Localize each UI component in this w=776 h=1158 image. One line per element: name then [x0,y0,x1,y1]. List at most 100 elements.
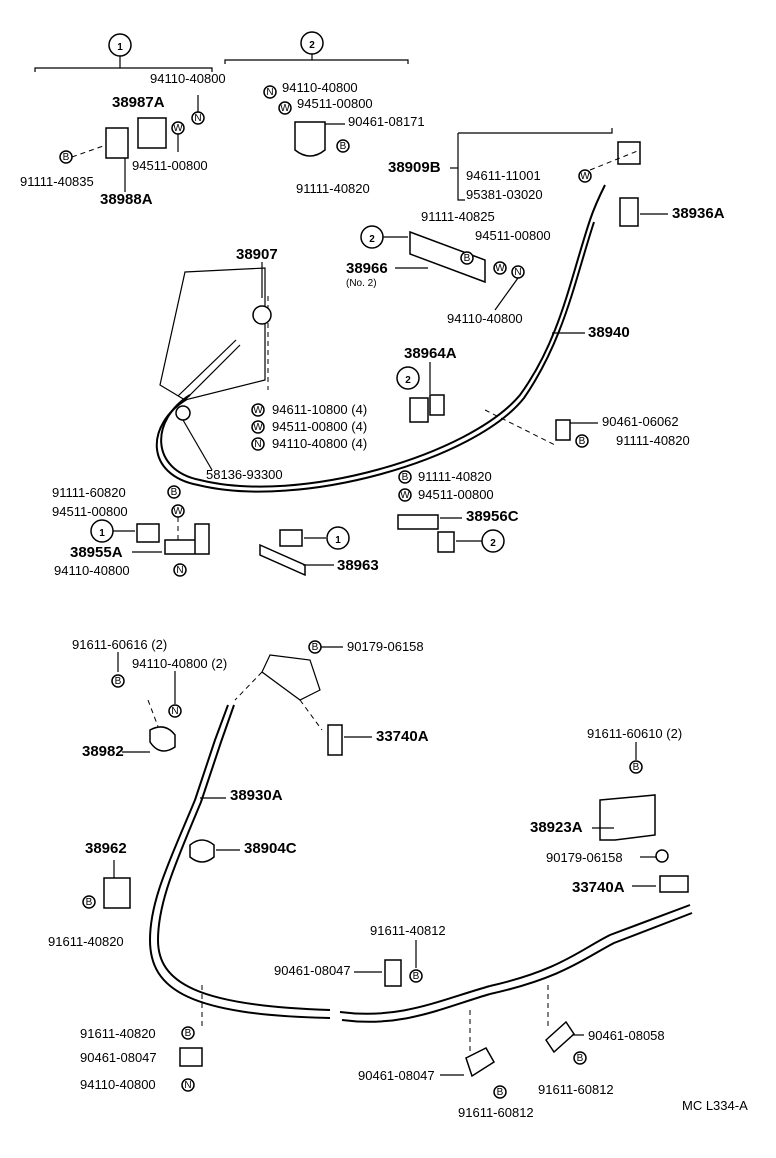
label-90461-08047-left: 90461-08047 [80,1050,157,1065]
bracket-38963 [259,543,306,577]
clamp-90461-08047-middle [465,1047,496,1078]
svg-text:N: N [176,565,183,576]
label-94110-40800-mid: 94110-40800 [447,311,523,326]
bolt-symbol: B [181,1026,195,1040]
bolt-symbol: B [409,969,423,983]
washer-symbol: W [278,101,292,115]
grommet-58136-93300 [175,405,191,421]
nut-symbol: N [263,85,277,99]
label-94611-10800-4: 94611-10800 (4) [272,402,367,417]
label-90461-08171: 90461-08171 [348,114,425,129]
svg-text:B: B [171,487,178,498]
clip-38963 [279,529,303,547]
bracket-38955A [164,523,210,555]
label-90461-08047-middle: 90461-08047 [358,1068,435,1083]
label-94511-00800-g2: 94511-00800 [297,96,373,111]
group-2-bracket [224,54,409,64]
svg-text:2: 2 [490,538,496,549]
label-90461-08058: 90461-08058 [588,1028,665,1043]
svg-text:W: W [253,422,263,433]
label-38963: 38963 [337,557,379,574]
svg-text:B: B [185,1028,192,1039]
group-1-marker: 1 [326,526,350,550]
nut-symbol: N [191,111,205,125]
cable-middle-segment [339,985,491,1015]
label-94110-40800-g2: 94110-40800 [282,80,358,95]
label-38940: 38940 [588,324,630,341]
nut-symbol: N [251,437,265,451]
label-91111-40825: 91111-40825 [421,209,495,224]
svg-text:W: W [173,123,183,134]
cable-38930A[interactable] [148,704,331,1019]
svg-text:B: B [413,971,420,982]
bolt-symbol: B [82,895,96,909]
label-38907: 38907 [236,246,278,263]
bracket-38966 [409,230,486,284]
bolt-symbol: B [59,150,73,164]
svg-text:B: B [497,1087,504,1098]
svg-text:N: N [514,267,521,278]
bolt-symbol: B [493,1085,507,1099]
label-91611-40812: 91611-40812 [370,923,446,938]
bracket-38962 [103,877,131,909]
label-94110-40800-bottom: 94110-40800 [80,1077,156,1092]
washer-symbol: W [171,504,185,518]
cable-end-right [489,904,691,987]
label-91611-60812-middle: 91611-60812 [458,1105,534,1120]
svg-text:B: B [63,152,70,163]
svg-text:1: 1 [335,535,341,546]
label-38956C: 38956C [466,508,519,525]
svg-text:B: B [312,642,319,653]
clip-90461-06062 [555,419,571,441]
washer-symbol: W [251,403,265,417]
svg-text:2: 2 [405,375,411,386]
label-91111-40820-center: 91111-40820 [418,469,492,484]
clamp-90461-08047-left [179,1047,203,1067]
svg-text:W: W [400,490,410,501]
bolt-symbol: B [575,434,589,448]
diagram-code: MC L334-A [682,1098,748,1113]
svg-text:W: W [580,171,590,182]
bolt-symbol: B [336,139,350,153]
label-94511-00800-4: 94511-00800 (4) [272,419,367,434]
svg-text:N: N [171,706,178,717]
nut-symbol: N [173,563,187,577]
group-1-marker: 1 [90,519,114,543]
svg-text:B: B [86,897,93,908]
label-38904C: 38904C [244,840,297,857]
label-38909B: 38909B [388,159,441,176]
washer-symbol: W [578,169,592,183]
label-38962: 38962 [85,840,127,857]
svg-text:2: 2 [309,40,315,51]
label-90461-06062: 90461-06062 [602,414,679,429]
bolt-symbol: B [111,674,125,688]
label-38936A: 38936A [672,205,725,222]
label-91111-40820-right: 91111-40820 [616,433,690,448]
label-33740A-top: 33740A [376,728,429,745]
label-38964A: 38964A [404,345,457,362]
svg-text:N: N [184,1080,191,1091]
svg-text:N: N [266,87,273,98]
clip-38955A [136,523,160,543]
washer-symbol: W [398,488,412,502]
label-94110-40800-left-lower: 94110-40800 [54,563,130,578]
label-90179-06158-top: 90179-06158 [347,639,424,654]
bracket-38923A [599,794,656,841]
label-90179-06158-right: 90179-06158 [546,850,623,865]
label-38988A: 38988A [100,191,153,208]
label-58136-93300: 58136-93300 [206,467,283,482]
label-94511-00800-left: 94511-00800 [132,158,208,173]
label-38982: 38982 [82,743,124,760]
clamp-90461-08058 [545,1020,575,1054]
bracket-38964A [409,394,445,423]
bolt-symbol: B [167,485,181,499]
cable-38940[interactable] [160,184,606,488]
svg-text:B: B [577,1053,584,1064]
svg-text:1: 1 [99,528,105,539]
label-91611-40820-a: 91611-40820 [48,934,124,949]
svg-text:B: B [115,676,122,687]
svg-text:B: B [340,141,347,152]
label-95381-03020: 95381-03020 [466,187,543,202]
svg-text:B: B [633,762,640,773]
